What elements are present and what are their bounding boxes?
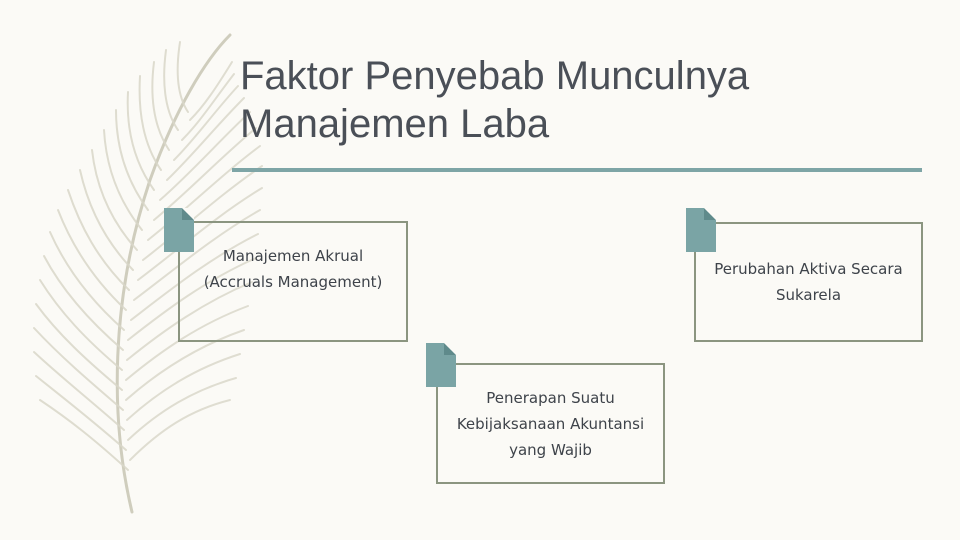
page-title-line-1: Faktor Penyebab Munculnya — [240, 54, 750, 98]
corner-tab-icon — [426, 343, 456, 387]
page-title-line-2: Manajemen Laba — [240, 102, 550, 146]
factor-label: Penerapan Suatu Kebijaksanaan Akuntansi … — [456, 388, 645, 459]
factor-box-mandatory-accounting-policy: Penerapan Suatu Kebijaksanaan Akuntansi … — [436, 363, 665, 484]
page-title: Faktor Penyebab Munculnya Manajemen Laba — [240, 52, 920, 148]
factor-label: Perubahan Aktiva Secara Sukarela — [714, 260, 903, 304]
factor-box-accruals-management: Manajemen Akrual (Accruals Management) — [178, 221, 408, 342]
factor-label: Manajemen Akrual (Accruals Management) — [203, 247, 383, 291]
corner-tab-icon — [164, 208, 194, 252]
corner-tab-icon — [686, 208, 716, 252]
title-divider — [232, 168, 922, 172]
factor-box-voluntary-asset-change: Perubahan Aktiva Secara Sukarela — [694, 222, 923, 342]
